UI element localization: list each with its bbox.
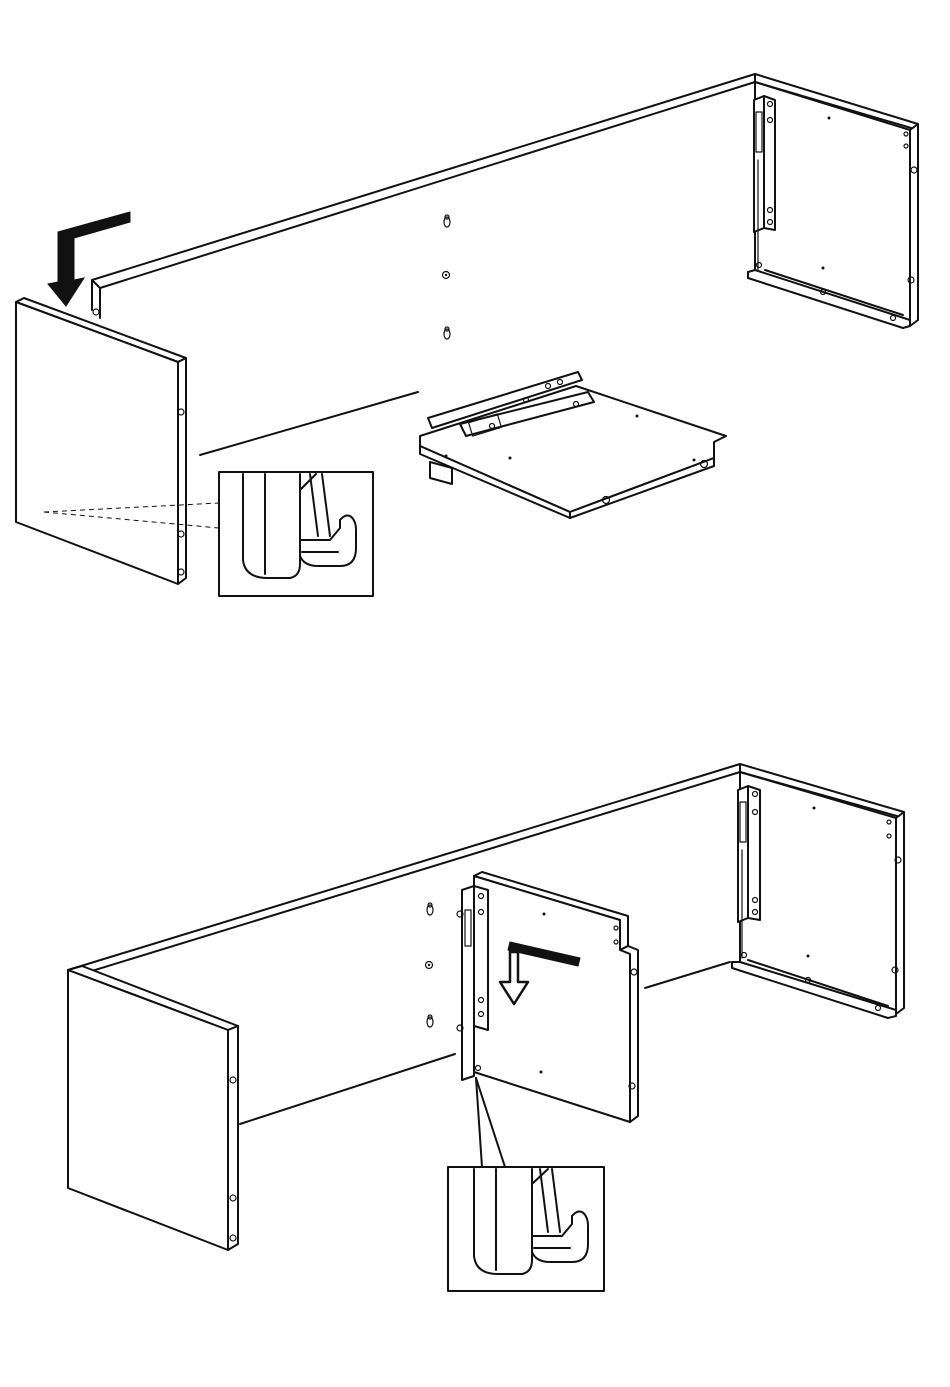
- right-side-panel-step1: [748, 74, 918, 328]
- down-arrow-solid-icon: [48, 212, 130, 306]
- hinge-rail-step2: [738, 786, 760, 958]
- keyhole-bottom: [444, 327, 450, 339]
- back-panel-step1: [92, 74, 755, 455]
- cam-hole-middle-step2: [426, 962, 433, 969]
- cam-hole-middle: [443, 272, 450, 279]
- hook-detail-step2: [474, 1169, 588, 1274]
- hinge-rail-step1: [754, 96, 775, 270]
- keyhole-top: [444, 215, 450, 227]
- divider-panel-step2: [457, 872, 638, 1122]
- keyhole-bottom-step2: [427, 1015, 433, 1027]
- right-side-panel-step2: [732, 764, 904, 1018]
- hook-detail-step1: [243, 474, 356, 578]
- step-1: [16, 74, 918, 596]
- step-2: [68, 764, 904, 1291]
- left-side-panel-step2: [68, 966, 238, 1250]
- detail-callout-step2: [448, 1078, 604, 1291]
- drawer-shelf-step1: [420, 372, 726, 518]
- left-side-panel-step1: [16, 298, 186, 584]
- keyhole-top-step2: [427, 903, 433, 915]
